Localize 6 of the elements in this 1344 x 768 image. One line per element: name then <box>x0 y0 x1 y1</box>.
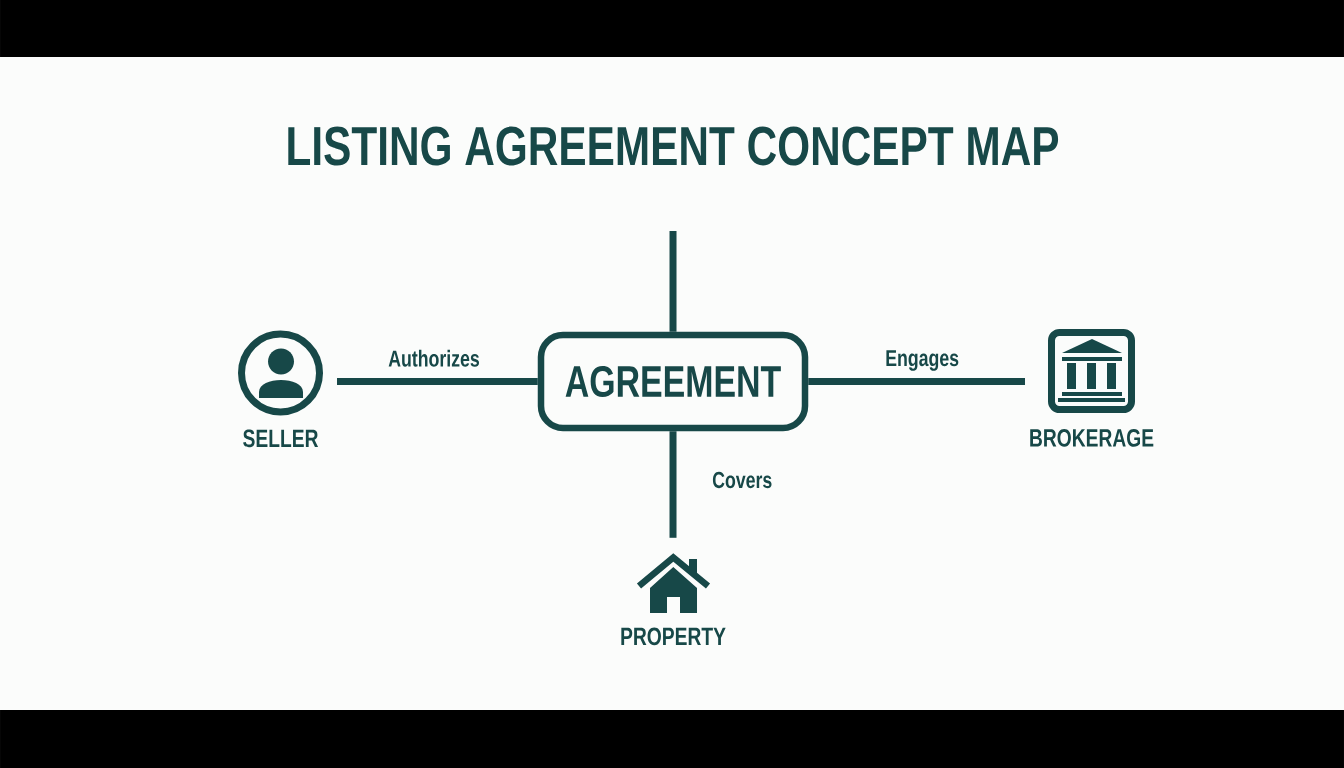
node-label: PROPERTY <box>621 627 726 646</box>
node-label: BROKERAGE <box>1030 429 1154 447</box>
node-label: SELLER <box>243 429 319 448</box>
title: LISTING AGREEMENT CONCEPT MAP <box>288 126 1059 166</box>
concept-box: AGREEMENT <box>537 331 809 432</box>
edge-label: Engages <box>884 349 961 372</box>
